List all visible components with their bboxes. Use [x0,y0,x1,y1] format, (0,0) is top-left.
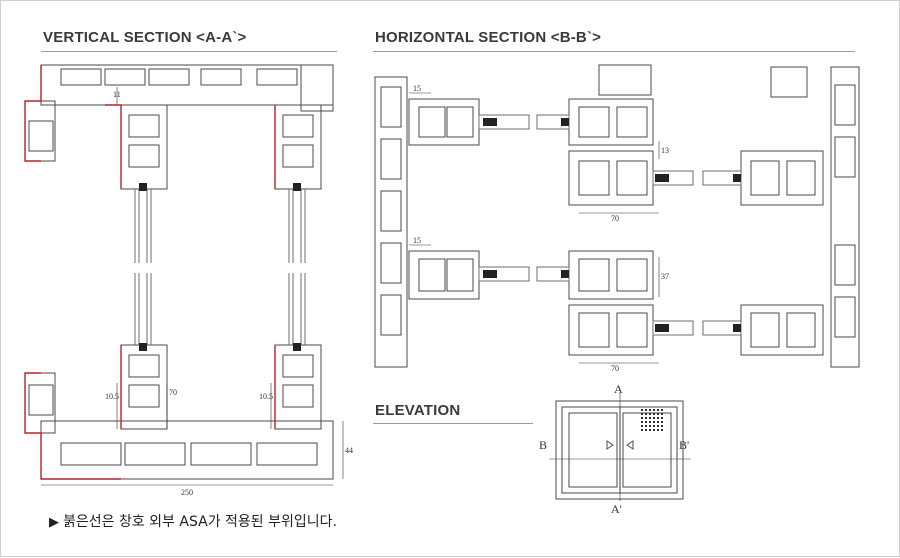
left-jamb-profile [374,76,408,368]
dim-11: 11 [113,90,121,99]
elevation-outer-frame [555,400,684,500]
dim-70-bottom: 70 [611,364,619,373]
dim-70-vertical: 70 [169,388,177,397]
left-glass-unit [134,189,152,345]
right-glass-unit [288,189,306,345]
dim-10-5-left: 10.5 [105,392,119,401]
bottom-frame-profile [40,420,334,480]
elevation-drawing [549,393,691,501]
horizontal-title-rule [373,51,855,52]
elevation-title: ELEVATION [375,402,461,419]
asa-note: ▶ 붉은선은 창호 외부 ASA가 적용된 부위입니다. [49,511,337,531]
elevation-hatch [641,409,663,431]
vertical-title-rule [41,51,337,52]
right-jamb-profile [830,66,860,368]
elevation-label-a-prime: A' [611,502,622,516]
lower-mid-sash [568,250,654,300]
dim-44: 44 [345,446,353,455]
vertical-section-title: VERTICAL SECTION <A-A`> [43,29,247,46]
upper-right-sash [740,150,824,206]
vertical-section-drawing [24,64,344,486]
elevation-left-sash [568,412,618,488]
horizontal-section-drawing [374,64,860,368]
left-sash-bottom [120,344,168,430]
horizontal-section-title: HORIZONTAL SECTION <B-B`> [375,29,602,46]
elevation-title-rule [373,423,533,424]
dim-250: 250 [181,488,193,497]
dim-15-bottom: 15 [413,236,421,245]
elevation-label-b-prime: B' [679,438,689,452]
dim-13: 13 [661,146,669,155]
left-sash-top [120,104,168,190]
right-sash-top [274,104,322,190]
right-sash-bottom [274,344,322,430]
dim-37: 37 [661,272,669,281]
upper-mid-sash [568,98,654,146]
dim-15-top: 15 [413,84,421,93]
dim-10-5-right: 10.5 [259,392,273,401]
note-text: 붉은선은 창호 외부 ASA가 적용된 부위입니다. [63,514,337,530]
horizontal-glass-units [478,114,742,336]
elevation-label-b: B [539,438,547,452]
note-marker-icon: ▶ [49,515,59,530]
elevation-label-a: A [614,382,623,396]
upper-interlock [568,150,654,206]
dim-70-top: 70 [611,214,619,223]
asa-red-outline-vertical [24,65,276,480]
